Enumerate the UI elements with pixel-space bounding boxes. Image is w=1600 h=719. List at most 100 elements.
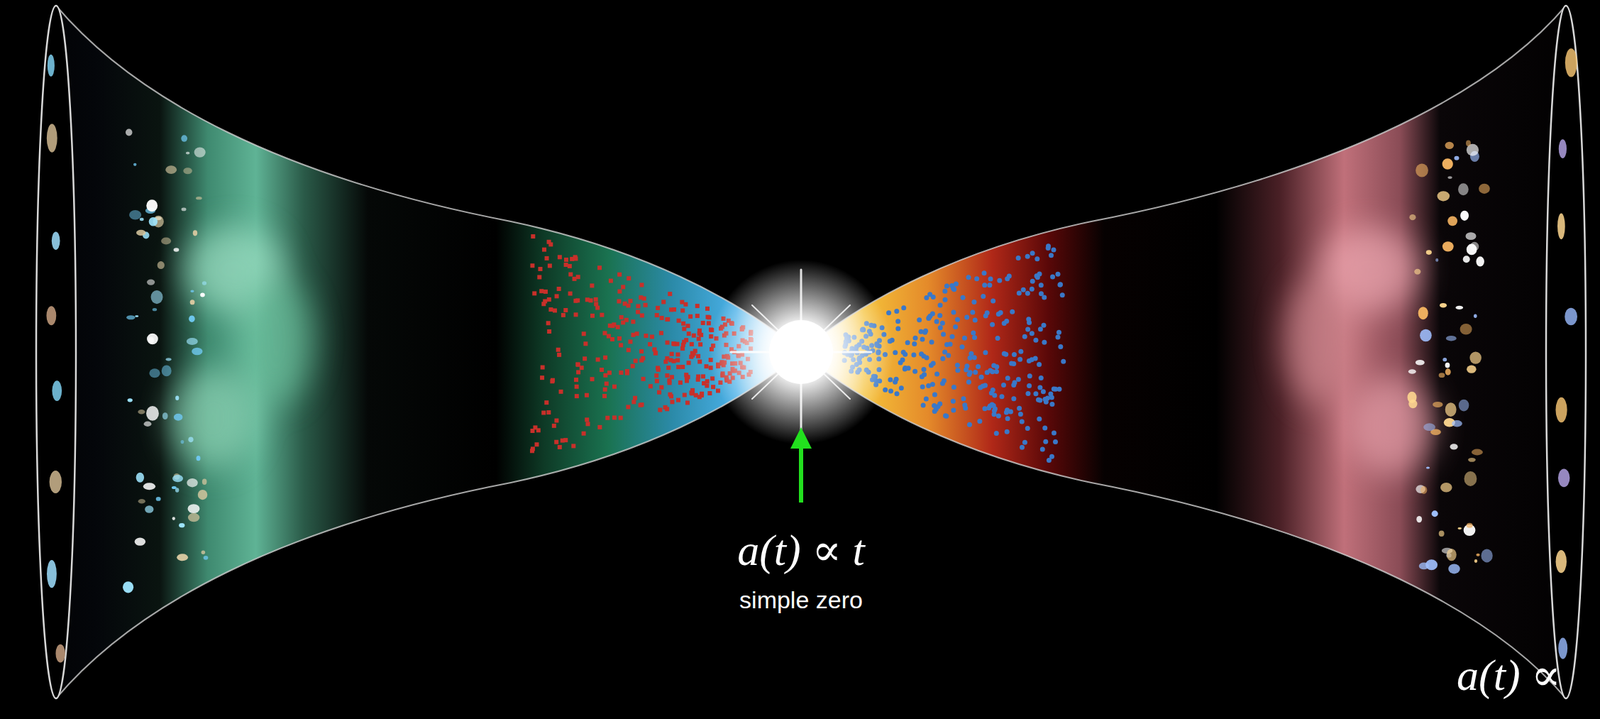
particle bbox=[586, 421, 591, 426]
galaxy bbox=[202, 280, 207, 286]
particle bbox=[966, 379, 972, 385]
particle bbox=[556, 286, 562, 291]
particle bbox=[1037, 385, 1043, 391]
particle bbox=[582, 356, 587, 361]
particle bbox=[951, 384, 957, 390]
particle bbox=[541, 410, 546, 416]
particle bbox=[964, 363, 970, 369]
particle bbox=[972, 354, 978, 360]
particle bbox=[980, 293, 986, 299]
particle bbox=[678, 380, 683, 385]
particle bbox=[705, 306, 710, 311]
galaxy bbox=[186, 478, 198, 487]
particle bbox=[574, 312, 579, 317]
particle bbox=[639, 349, 644, 354]
particle bbox=[996, 278, 1002, 284]
particle bbox=[604, 381, 609, 386]
particle bbox=[931, 403, 937, 408]
particle bbox=[684, 378, 689, 384]
particle bbox=[659, 330, 664, 335]
particle bbox=[982, 349, 988, 355]
galaxy bbox=[137, 409, 145, 415]
particle bbox=[530, 234, 535, 239]
particle bbox=[701, 320, 706, 325]
particle bbox=[693, 393, 699, 398]
particle bbox=[1004, 276, 1010, 281]
particle bbox=[988, 276, 994, 282]
particle bbox=[643, 302, 648, 308]
particle bbox=[537, 274, 542, 279]
particle bbox=[1022, 334, 1028, 340]
particle bbox=[981, 405, 987, 411]
particle bbox=[901, 305, 907, 311]
particle bbox=[940, 331, 946, 337]
particle bbox=[972, 334, 978, 340]
particle bbox=[1040, 388, 1046, 394]
particle bbox=[686, 323, 691, 328]
particle bbox=[664, 406, 670, 411]
particle bbox=[606, 334, 611, 339]
particle bbox=[1051, 429, 1057, 435]
particle bbox=[576, 274, 581, 279]
galaxy bbox=[1466, 244, 1478, 256]
galaxy bbox=[1471, 449, 1483, 456]
particle bbox=[657, 390, 662, 395]
particle bbox=[603, 387, 608, 392]
particle bbox=[950, 407, 956, 413]
particle bbox=[576, 362, 581, 367]
particle bbox=[1025, 425, 1031, 431]
galaxy bbox=[202, 478, 208, 485]
particle bbox=[971, 299, 977, 305]
galaxy bbox=[171, 486, 177, 489]
galaxy bbox=[143, 482, 156, 490]
particle bbox=[574, 377, 579, 382]
particle bbox=[552, 307, 557, 313]
particle bbox=[532, 290, 537, 296]
particle bbox=[991, 393, 997, 399]
particle bbox=[676, 318, 682, 323]
particle bbox=[929, 339, 935, 345]
particle bbox=[1049, 454, 1055, 460]
galaxy bbox=[146, 199, 158, 212]
particle bbox=[632, 395, 638, 401]
particle bbox=[707, 390, 712, 396]
galaxy bbox=[1437, 190, 1451, 201]
particle bbox=[649, 334, 655, 339]
particle bbox=[994, 363, 1000, 369]
galaxy bbox=[46, 305, 57, 325]
particle bbox=[951, 286, 957, 292]
particle bbox=[969, 309, 975, 315]
particle bbox=[638, 295, 643, 300]
particle bbox=[583, 341, 588, 346]
galaxy bbox=[1468, 457, 1476, 462]
particle bbox=[944, 341, 950, 347]
galaxy bbox=[138, 498, 146, 504]
particle bbox=[595, 305, 600, 311]
particle bbox=[1048, 252, 1054, 258]
particle bbox=[1033, 337, 1039, 343]
particle bbox=[597, 425, 602, 430]
particle bbox=[575, 361, 580, 367]
particle bbox=[962, 402, 968, 408]
particle bbox=[599, 367, 604, 372]
galaxy bbox=[194, 146, 206, 157]
galaxy bbox=[1442, 158, 1454, 170]
particle bbox=[950, 310, 956, 316]
scale-factor-formula: a(t) ∝ bbox=[1456, 649, 1561, 701]
pointer-arrow bbox=[790, 427, 812, 503]
particle bbox=[571, 443, 576, 448]
galaxy bbox=[1464, 471, 1478, 487]
particle bbox=[563, 437, 568, 443]
particle bbox=[676, 364, 681, 369]
galaxy bbox=[1409, 214, 1416, 220]
particle bbox=[710, 384, 716, 389]
particle bbox=[920, 336, 926, 342]
particle bbox=[916, 317, 922, 323]
particle bbox=[942, 297, 948, 303]
particle bbox=[579, 365, 584, 370]
galaxy bbox=[46, 124, 58, 153]
galaxy bbox=[1478, 183, 1491, 194]
particle bbox=[630, 319, 636, 324]
particle bbox=[532, 425, 538, 430]
particle bbox=[1037, 398, 1043, 404]
